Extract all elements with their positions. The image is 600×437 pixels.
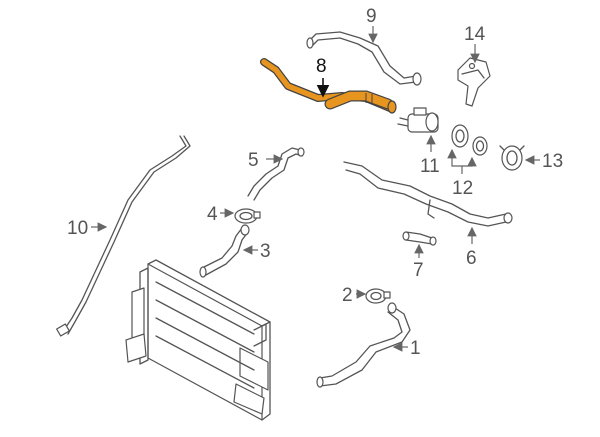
callout-1: 1 (410, 338, 421, 359)
callout-6: 6 (466, 248, 477, 269)
part-7-short-hose[interactable] (402, 231, 437, 246)
part-11-water-valve[interactable] (397, 107, 439, 133)
part-6-long-hose[interactable] (343, 161, 513, 227)
part-5-hose[interactable] (247, 147, 305, 201)
part-2-clamp[interactable] (365, 288, 391, 304)
callout-5: 5 (248, 150, 259, 171)
callout-11: 11 (420, 156, 440, 177)
radiator[interactable] (125, 259, 271, 421)
callout-14: 14 (464, 24, 486, 45)
part-1-lower-hose[interactable] (316, 302, 411, 388)
callout-7: 7 (413, 260, 424, 281)
part-8-upper-heater-hose[interactable] (260, 58, 397, 114)
leader-lines (91, 26, 540, 352)
callout-10: 10 (67, 218, 88, 239)
part-14-bracket[interactable] (457, 57, 491, 107)
part-13-clamp[interactable] (499, 145, 525, 171)
callout-labels: 8 9 14 11 12 13 5 4 3 6 7 10 2 1 (67, 6, 563, 359)
callout-13: 13 (542, 151, 563, 172)
callout-4: 4 (207, 204, 218, 225)
part-3-hose[interactable] (199, 224, 250, 278)
callout-9: 9 (366, 6, 377, 27)
part-12-seals[interactable] (451, 124, 488, 156)
part-4-clamp[interactable] (234, 208, 261, 224)
callout-8: 8 (316, 56, 327, 77)
part-10-line[interactable] (56, 135, 191, 337)
callout-2: 2 (342, 285, 353, 306)
callout-12: 12 (452, 178, 473, 199)
callout-3: 3 (260, 241, 271, 262)
